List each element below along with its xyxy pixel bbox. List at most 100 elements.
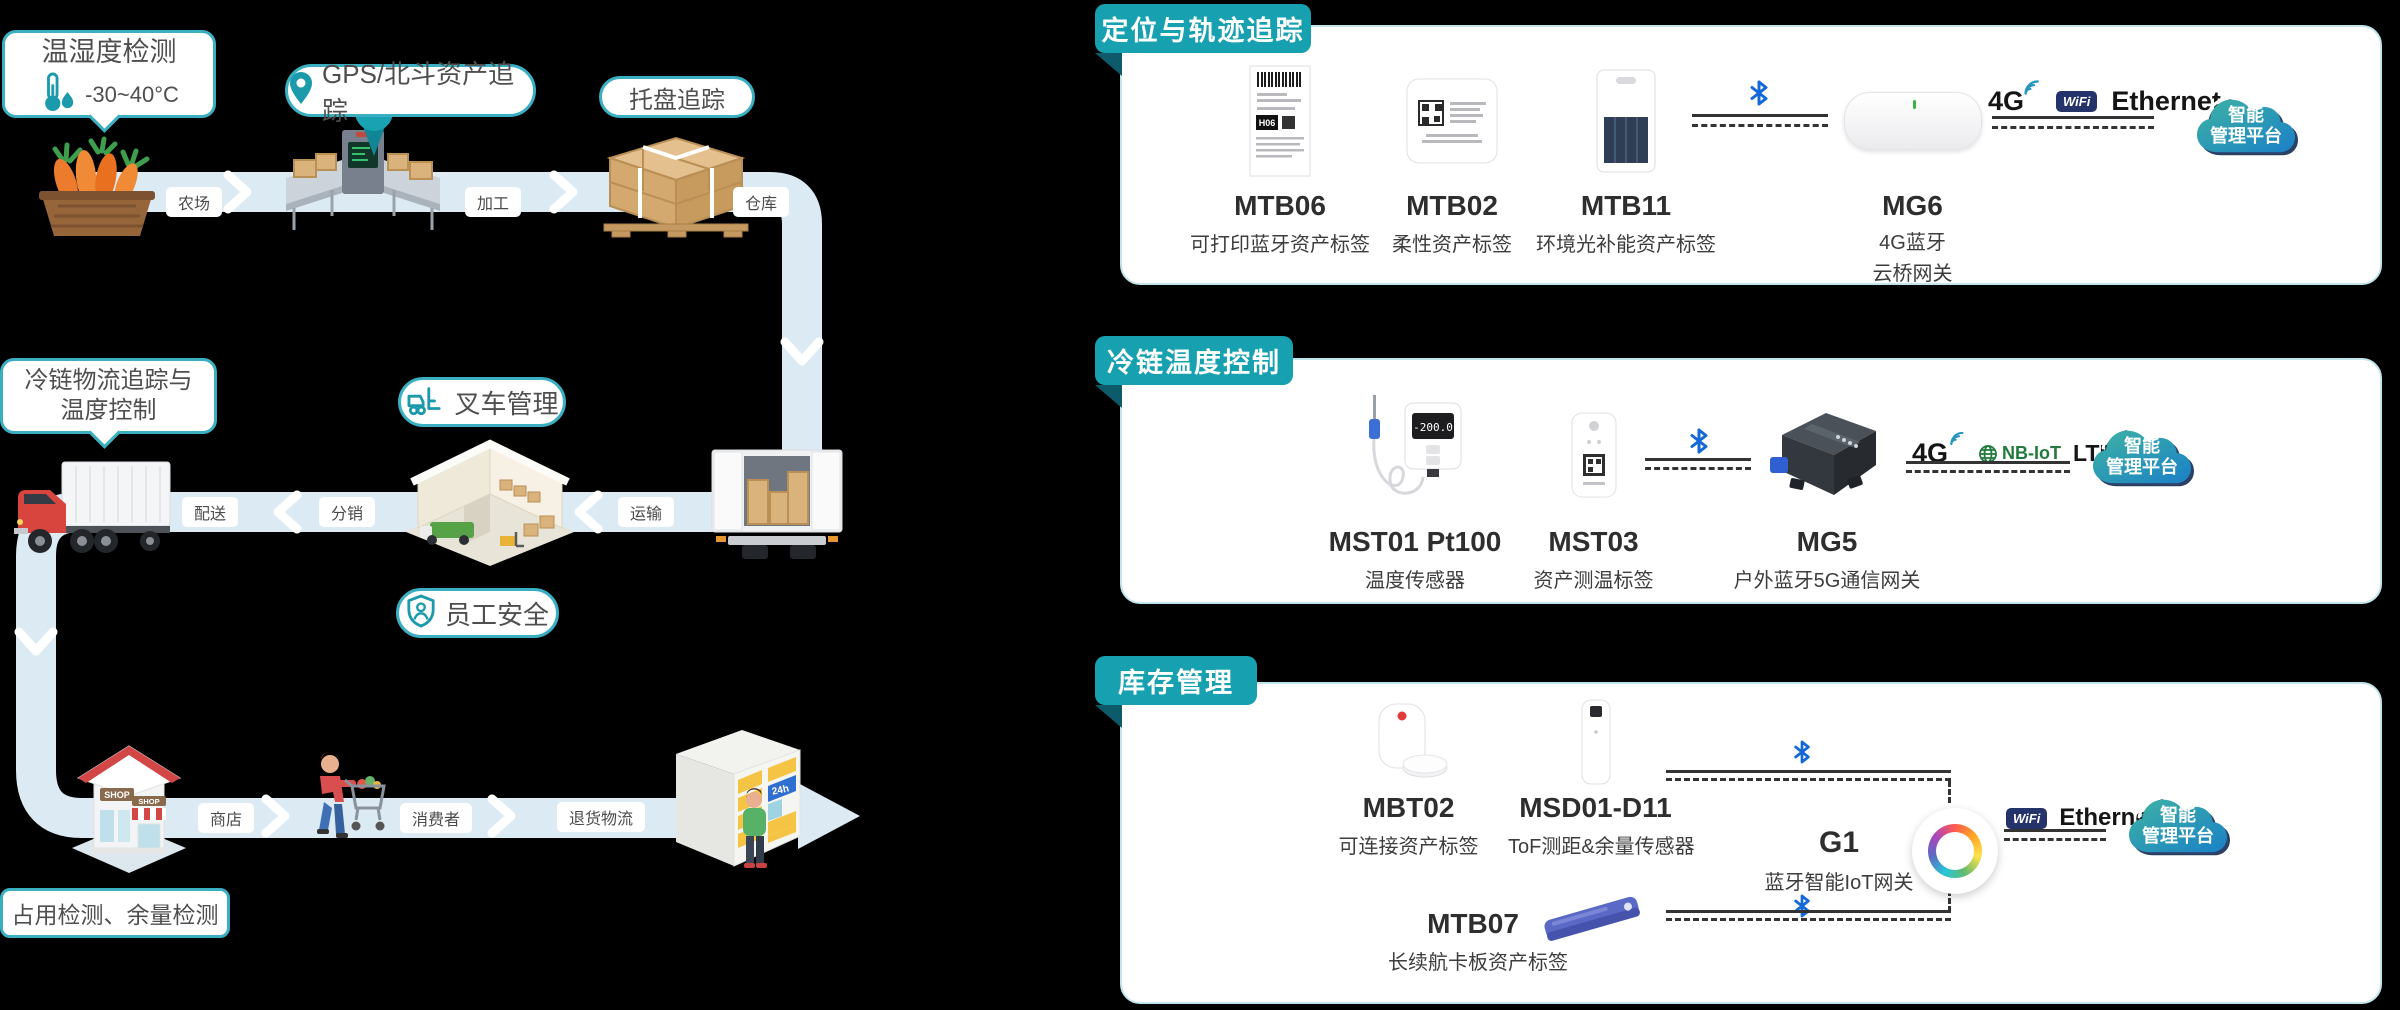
product-desc: 可打印蓝牙资产标签 bbox=[1190, 234, 1370, 256]
link-line-dashed bbox=[1692, 124, 1828, 127]
product-desc: ToF测距&余量传感器 bbox=[1508, 836, 1695, 858]
4g-label: 4G bbox=[1912, 431, 1966, 469]
cloud-line1: 智能 bbox=[2228, 105, 2264, 125]
gps-tracking-label: GPS/北斗资产追踪 bbox=[322, 58, 515, 126]
link-line bbox=[1666, 770, 1951, 773]
flow-label-store: 商店 bbox=[197, 803, 255, 833]
mtb02-tag-image bbox=[1352, 58, 1552, 184]
product-desc: 柔性资产标签 bbox=[1392, 234, 1512, 256]
product-name: MTB11 bbox=[1580, 190, 1672, 221]
gateway-name: G1 bbox=[1818, 826, 1860, 859]
link-line bbox=[1692, 114, 1828, 117]
transport-truck-illustration bbox=[711, 449, 843, 559]
product-mst03: MST03 资产测温标签 bbox=[1511, 390, 1676, 593]
nbiot-text: NB-IoT bbox=[2002, 443, 2062, 463]
panel-tab-inventory: 库存管理 bbox=[1095, 656, 1257, 705]
cloud-line2: 管理平台 bbox=[2142, 826, 2214, 846]
flow-label-transport: 运输 bbox=[617, 497, 675, 527]
cold-chain-line1: 冷链物流追踪与 bbox=[24, 367, 193, 394]
shield-person-icon bbox=[406, 594, 436, 633]
g1-device-image bbox=[1912, 808, 1998, 894]
product-mbt02: MBT02 可连接资产标签 bbox=[1326, 698, 1491, 859]
flow-end-arrow bbox=[798, 783, 860, 849]
wifi-badge: WiFi bbox=[2056, 91, 2098, 112]
mtb06-label-code: H06 bbox=[1259, 118, 1276, 128]
link-line bbox=[1992, 116, 2154, 119]
product-name: MTB02 bbox=[1406, 190, 1498, 221]
forklift-icon bbox=[405, 383, 445, 422]
flow-label-returns: 退货物流 bbox=[556, 802, 646, 832]
product-mtb07: MTB07 长续航卡板资产标签 bbox=[1388, 902, 1568, 975]
product-desc: 资产测温标签 bbox=[1533, 570, 1654, 592]
wifi-badge: WiFi bbox=[2006, 807, 2048, 829]
gateway-desc-1: 4G蓝牙 bbox=[1879, 232, 1946, 254]
bluetooth-icon bbox=[1748, 80, 1770, 111]
cloud-line1: 智能 bbox=[2124, 436, 2160, 456]
cloud-line2: 管理平台 bbox=[2106, 457, 2178, 477]
flow-label-delivery: 配送 bbox=[181, 497, 239, 527]
callout-cold-chain: 冷链物流追踪与 温度控制 bbox=[0, 358, 217, 449]
product-desc: 可连接资产标签 bbox=[1338, 836, 1479, 858]
4g-label: 4G bbox=[1988, 80, 2042, 117]
link-corner-dashed bbox=[1948, 781, 1951, 803]
mst03-tag-image bbox=[1511, 390, 1676, 520]
return-locker-illustration: 24h bbox=[676, 730, 801, 868]
mg5-device-image bbox=[1727, 390, 1927, 520]
mst01-screen-value: -200.0 bbox=[1413, 421, 1453, 434]
link-line-dashed bbox=[1645, 467, 1751, 470]
flow-label-distribution: 分销 bbox=[318, 497, 376, 527]
callout-staff-safety: 员工安全 bbox=[396, 588, 559, 638]
gateway-desc: 蓝牙智能IoT网关 bbox=[1764, 872, 1914, 894]
thermometer-icon bbox=[39, 71, 77, 118]
cloud-line1: 智能 bbox=[2160, 805, 2196, 825]
store-shop-illustration: SHOP SHOP bbox=[72, 745, 186, 873]
product-mtb06: H06 MTB06 可打印蓝牙资产标签 bbox=[1180, 58, 1380, 257]
mtb06-label-image: H06 bbox=[1180, 58, 1380, 184]
shop-sign-label: SHOP bbox=[104, 790, 130, 800]
link-line-dashed bbox=[1992, 126, 2154, 129]
flow-label-processing: 加工 bbox=[464, 187, 522, 217]
gateway-name: MG6 bbox=[1882, 190, 1943, 221]
product-desc: 长续航卡板资产标签 bbox=[1388, 952, 1568, 974]
mtb11-card-image bbox=[1526, 58, 1726, 184]
cloud-smart-platform: 智能 管理平台 bbox=[2194, 93, 2298, 159]
cloud-smart-platform: 智能 管理平台 bbox=[2090, 424, 2194, 490]
link-line bbox=[1906, 461, 2070, 464]
location-pin-icon bbox=[288, 71, 314, 110]
product-desc: 环境光补能资产标签 bbox=[1536, 234, 1716, 256]
occupancy-label: 占用检测、余量检测 bbox=[11, 902, 219, 928]
forklift-mgmt-label: 叉车管理 bbox=[454, 388, 559, 419]
gateway-g1: G1 蓝牙智能IoT网关 bbox=[1764, 820, 1914, 895]
bluetooth-icon bbox=[1688, 428, 1710, 459]
cloud-line2: 管理平台 bbox=[2210, 126, 2282, 146]
mbt02-tag-image bbox=[1326, 698, 1491, 786]
panel-tab-positioning: 定位与轨迹追踪 bbox=[1095, 4, 1311, 53]
msd01-sensor-image bbox=[1508, 698, 1683, 786]
callout-occupancy: 占用检测、余量检测 bbox=[0, 888, 230, 938]
product-name: MTB07 bbox=[1427, 908, 1519, 939]
product-mtb02: MTB02 柔性资产标签 bbox=[1352, 58, 1552, 257]
gateway-mg6: MG6 4G蓝牙 云桥网关 bbox=[1815, 58, 2010, 286]
gateway-desc-2: 云桥网关 bbox=[1872, 263, 1953, 285]
mtb07-tag-image bbox=[1544, 896, 1640, 941]
bluetooth-icon bbox=[1792, 740, 1812, 769]
pallet-boxes-illustration bbox=[603, 136, 749, 238]
link-line bbox=[1645, 458, 1751, 461]
locker-sign-label: 24h bbox=[771, 783, 790, 797]
product-msd01: MSD01-D11 ToF测距&余量传感器 bbox=[1508, 698, 1695, 859]
product-name: MSD01-D11 bbox=[1519, 792, 1672, 823]
distribution-warehouse-illustration bbox=[406, 439, 574, 566]
consumer-cart-illustration bbox=[317, 751, 386, 838]
4g-text: 4G bbox=[1988, 86, 2025, 116]
link-line-dashed bbox=[1906, 470, 2070, 473]
product-desc: 温度传感器 bbox=[1365, 570, 1465, 592]
flow-label-warehouse: 仓库 bbox=[732, 187, 790, 217]
uplink-labels: 4G WiFi Ethernet bbox=[1988, 80, 2221, 117]
callout-pallet-tracking: 托盘追踪 bbox=[599, 76, 755, 118]
panel-tab-cold-chain: 冷链温度控制 bbox=[1095, 336, 1293, 385]
product-name: MST01 Pt100 bbox=[1328, 526, 1502, 557]
shop-sign-label-2: SHOP bbox=[138, 797, 159, 806]
gateway-mg5: MG5 户外蓝牙5G通信网关 bbox=[1727, 390, 1927, 593]
product-name: MTB06 bbox=[1234, 190, 1326, 221]
